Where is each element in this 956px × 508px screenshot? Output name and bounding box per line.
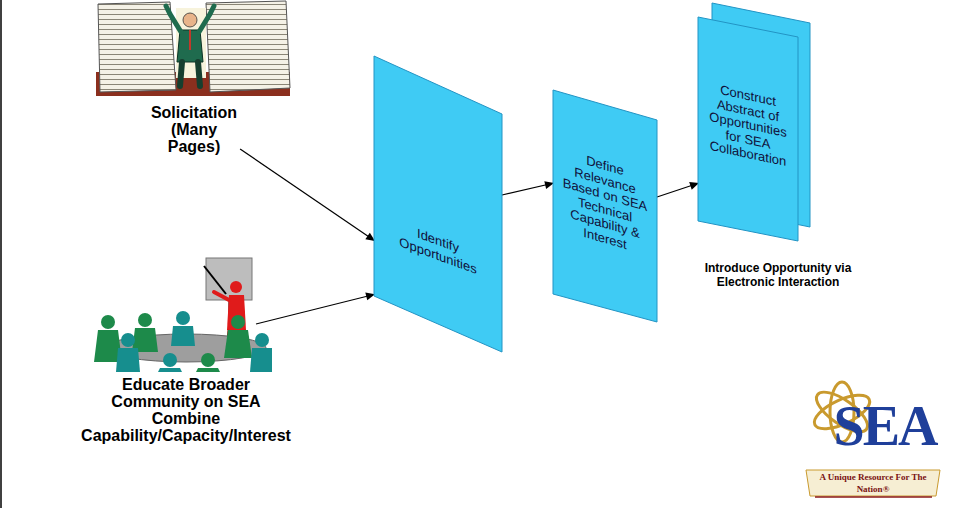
drawing-circle <box>101 315 115 329</box>
drawing-path <box>177 30 203 62</box>
caption-label: Educate Broader Community on SEA Combine… <box>81 376 291 444</box>
drawing-g <box>116 311 272 372</box>
drawing-circle <box>183 13 197 27</box>
drawing-circle <box>231 315 245 329</box>
arrow-line <box>240 149 375 241</box>
drawing-path <box>224 330 252 358</box>
drawing-path <box>196 368 220 372</box>
drawing-path <box>158 368 182 372</box>
flow-arrow <box>256 293 375 324</box>
stacked-panel: Construct Abstract of Opportunities for … <box>698 3 858 301</box>
flow-arrow <box>502 181 554 195</box>
logo-tagline: A Unique Resource For The Nation® <box>812 471 934 495</box>
stage-caption: Introduce Opportunity via Electronic Int… <box>698 261 858 289</box>
paper-stack-clipart <box>96 1 290 96</box>
drawing-path <box>250 348 272 372</box>
drawing-path <box>189 30 191 50</box>
drawing-rect <box>206 258 252 300</box>
drawing-path <box>171 326 195 346</box>
drawing-circle <box>230 281 242 293</box>
flow-arrow <box>657 182 699 197</box>
process-panel: Identify Opportunities <box>374 56 502 352</box>
flow-arrow <box>240 149 375 241</box>
panel-outline <box>374 56 502 352</box>
education-group: Educate Broader Community on SEA Combine… <box>70 256 302 506</box>
drawing-circle <box>121 333 135 347</box>
panel-face <box>553 90 657 322</box>
drawing-line <box>204 266 226 294</box>
panel-face <box>374 56 502 352</box>
drawing-path <box>214 292 229 300</box>
drawing-circle <box>138 313 152 327</box>
frame-line <box>0 0 2 508</box>
arrow-line <box>256 294 375 324</box>
arrow-line <box>657 183 699 197</box>
logo-rule <box>815 496 932 498</box>
solicitation-group: Solicitation (Many Pages) <box>88 0 300 146</box>
drawing-g <box>94 313 252 372</box>
drawing-circle <box>176 311 190 325</box>
drawing-circle <box>255 333 269 347</box>
caption-label: Solicitation (Many Pages) <box>151 104 237 155</box>
logo-wordmark: SEA <box>822 396 948 456</box>
drawing-path <box>98 2 176 92</box>
drawing-path <box>206 1 290 92</box>
drawing-circle <box>201 353 215 367</box>
drawing-path <box>199 6 214 32</box>
process-panel: Define Relevance Based on SEA Technical … <box>553 90 657 324</box>
drawing-path <box>180 62 200 86</box>
drawing-path <box>116 348 140 372</box>
meeting-clipart <box>94 258 272 372</box>
drawing-path <box>166 6 181 32</box>
drawing-circle <box>163 353 177 367</box>
logo-ribbon <box>806 470 940 496</box>
panel-face <box>698 17 798 241</box>
